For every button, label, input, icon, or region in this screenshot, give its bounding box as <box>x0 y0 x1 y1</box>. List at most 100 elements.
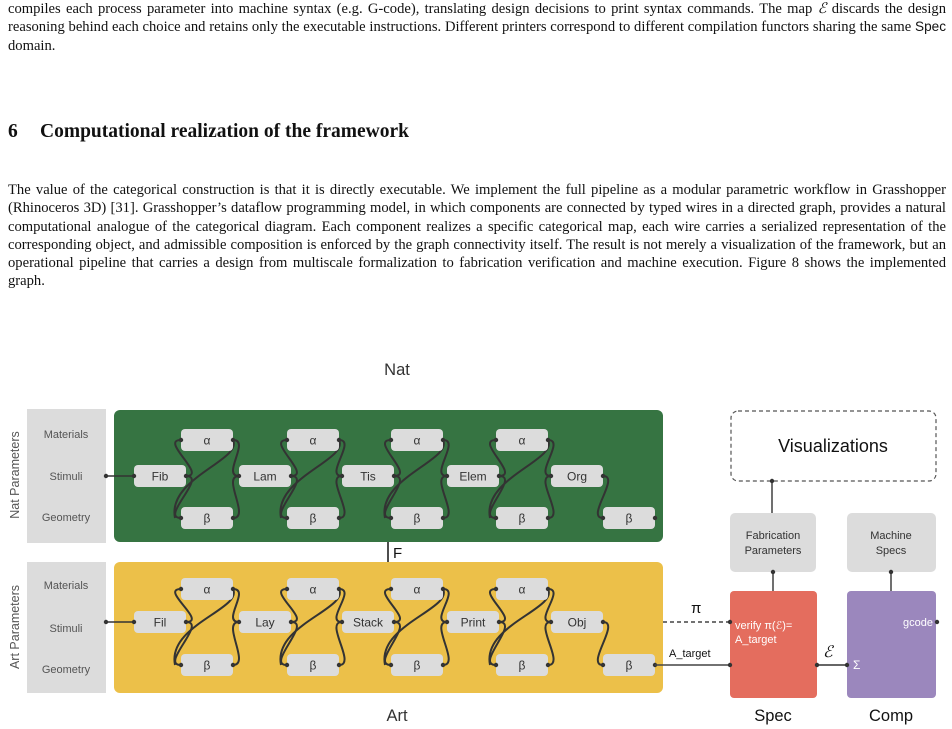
nat-beta-3 <box>391 507 443 529</box>
pi-edge-label: π <box>691 600 701 617</box>
art-beta-5 <box>603 654 655 676</box>
machine-specs-box <box>847 513 936 572</box>
nat-node-lam-label: Lam <box>253 470 276 484</box>
nat-beta-5-label: β <box>626 512 633 526</box>
visualizations-box <box>730 410 937 482</box>
nat-alpha-4 <box>496 429 548 451</box>
paragraph-intro: compiles each process parameter into mac… <box>8 0 947 54</box>
nat-node-fib <box>134 465 186 487</box>
paragraph-body: The value of the categorical constructio… <box>8 182 946 290</box>
nat-category-title: Nat <box>384 361 410 379</box>
art-beta-1 <box>181 654 233 676</box>
spec-title: Spec <box>754 707 792 725</box>
gcode-output-label: gcode <box>903 617 933 629</box>
nat-beta-3-label: β <box>414 512 421 526</box>
art-node-lay <box>239 611 291 633</box>
gcode-port <box>934 619 940 625</box>
art-beta-2 <box>287 654 339 676</box>
nat-beta-2-label: β <box>310 512 317 526</box>
art-alpha-2-label: α <box>310 583 317 597</box>
nat-beta-4-label: β <box>519 512 526 526</box>
nat-node-lam <box>239 465 291 487</box>
nat-node-org <box>551 465 603 487</box>
functor-label: F <box>393 545 402 562</box>
nat-node-tis-label: Tis <box>360 470 376 484</box>
machine-specs-line1: Machine <box>870 530 912 542</box>
comp-box <box>847 591 936 698</box>
nat-alpha-1 <box>181 429 233 451</box>
visualizations-label: Visualizations <box>778 436 888 456</box>
nat-alpha-1-label: α <box>204 434 211 448</box>
nat-alpha-3-label: α <box>414 434 421 448</box>
nat-node-fib-label: Fib <box>152 470 169 484</box>
spec-verify-line1: verify π(ℰ)= <box>735 620 792 632</box>
fabrication-parameters-box <box>730 513 816 572</box>
art-node-fil <box>134 611 186 633</box>
nat-alpha-4-label: α <box>519 434 526 448</box>
art-beta-1-label: β <box>204 659 211 673</box>
art-alpha-4-label: α <box>519 583 526 597</box>
nat-param-materials: Materials <box>44 429 89 441</box>
nat-beta-1-label: β <box>204 512 211 526</box>
comp-title: Comp <box>869 707 913 725</box>
nat-parameters-label: Nat Parameters <box>8 431 22 519</box>
art-param-materials: Materials <box>44 580 89 592</box>
nat-alpha-3 <box>391 429 443 451</box>
art-node-obj-label: Obj <box>568 616 587 630</box>
art-alpha-1-label: α <box>204 583 211 597</box>
spec-domain-term: Spec <box>915 19 946 35</box>
pipeline-figure: Nat Art Nat Parameters Art Parameters Ma… <box>8 361 940 725</box>
nat-alpha-2 <box>287 429 339 451</box>
art-node-fil-label: Fil <box>154 616 167 630</box>
section-title: Computational realization of the framewo… <box>40 121 410 142</box>
art-alpha-2 <box>287 578 339 600</box>
fabrication-parameters-line1: Fabrication <box>746 530 800 542</box>
art-layer: Fil Lay Stack Print Obj α α α α β β β β β <box>103 578 658 676</box>
art-alpha-4 <box>496 578 548 600</box>
encoding-map-symbol: ℰ <box>817 0 827 17</box>
art-beta-4-label: β <box>519 659 526 673</box>
nat-node-tis <box>342 465 394 487</box>
art-beta-4 <box>496 654 548 676</box>
art-category-title: Art <box>386 707 408 725</box>
art-alpha-3-label: α <box>414 583 421 597</box>
art-parameters-label: Art Parameters <box>8 585 22 669</box>
art-alpha-3 <box>391 578 443 600</box>
nat-alpha-2-label: α <box>310 434 317 448</box>
art-beta-2-label: β <box>310 659 317 673</box>
spec-verify-line2: A_target <box>735 634 777 646</box>
vis-link-end <box>769 478 775 484</box>
nat-param-stimuli: Stimuli <box>49 471 82 483</box>
art-node-stack-label: Stack <box>353 616 384 630</box>
art-beta-3-label: β <box>414 659 421 673</box>
art-node-stack <box>342 611 394 633</box>
art-beta-5-label: β <box>626 659 633 673</box>
art-param-geometry: Geometry <box>42 664 91 676</box>
art-node-obj <box>551 611 603 633</box>
art-node-print-label: Print <box>461 616 486 630</box>
nat-beta-1 <box>181 507 233 529</box>
nat-layer: Fib Lam Tis Elem Org α α α α β β β β β <box>103 429 658 529</box>
nat-node-org-label: Org <box>567 470 587 484</box>
nat-beta-4 <box>496 507 548 529</box>
nat-param-geometry: Geometry <box>42 512 91 524</box>
nat-beta-5 <box>603 507 655 529</box>
art-alpha-1 <box>181 578 233 600</box>
a-target-edge-label: A_target <box>669 648 711 660</box>
section-number: 6 <box>8 121 18 142</box>
art-node-lay-label: Lay <box>255 616 274 630</box>
spec-box <box>730 591 817 698</box>
nat-parameters-panel <box>27 409 106 543</box>
encoding-edge-label: ℰ <box>823 642 835 661</box>
art-param-stimuli: Stimuli <box>49 623 82 635</box>
art-beta-3 <box>391 654 443 676</box>
art-parameters-panel <box>27 562 106 693</box>
sigma-input-label: Σ <box>853 658 860 672</box>
section-heading: 6 Computational realization of the framew… <box>8 121 409 143</box>
nat-beta-2 <box>287 507 339 529</box>
art-node-print <box>447 611 499 633</box>
nat-node-elem-label: Elem <box>459 470 486 484</box>
machine-specs-line2: Specs <box>876 545 907 557</box>
fabrication-parameters-line2: Parameters <box>745 545 802 557</box>
nat-node-elem <box>447 465 499 487</box>
